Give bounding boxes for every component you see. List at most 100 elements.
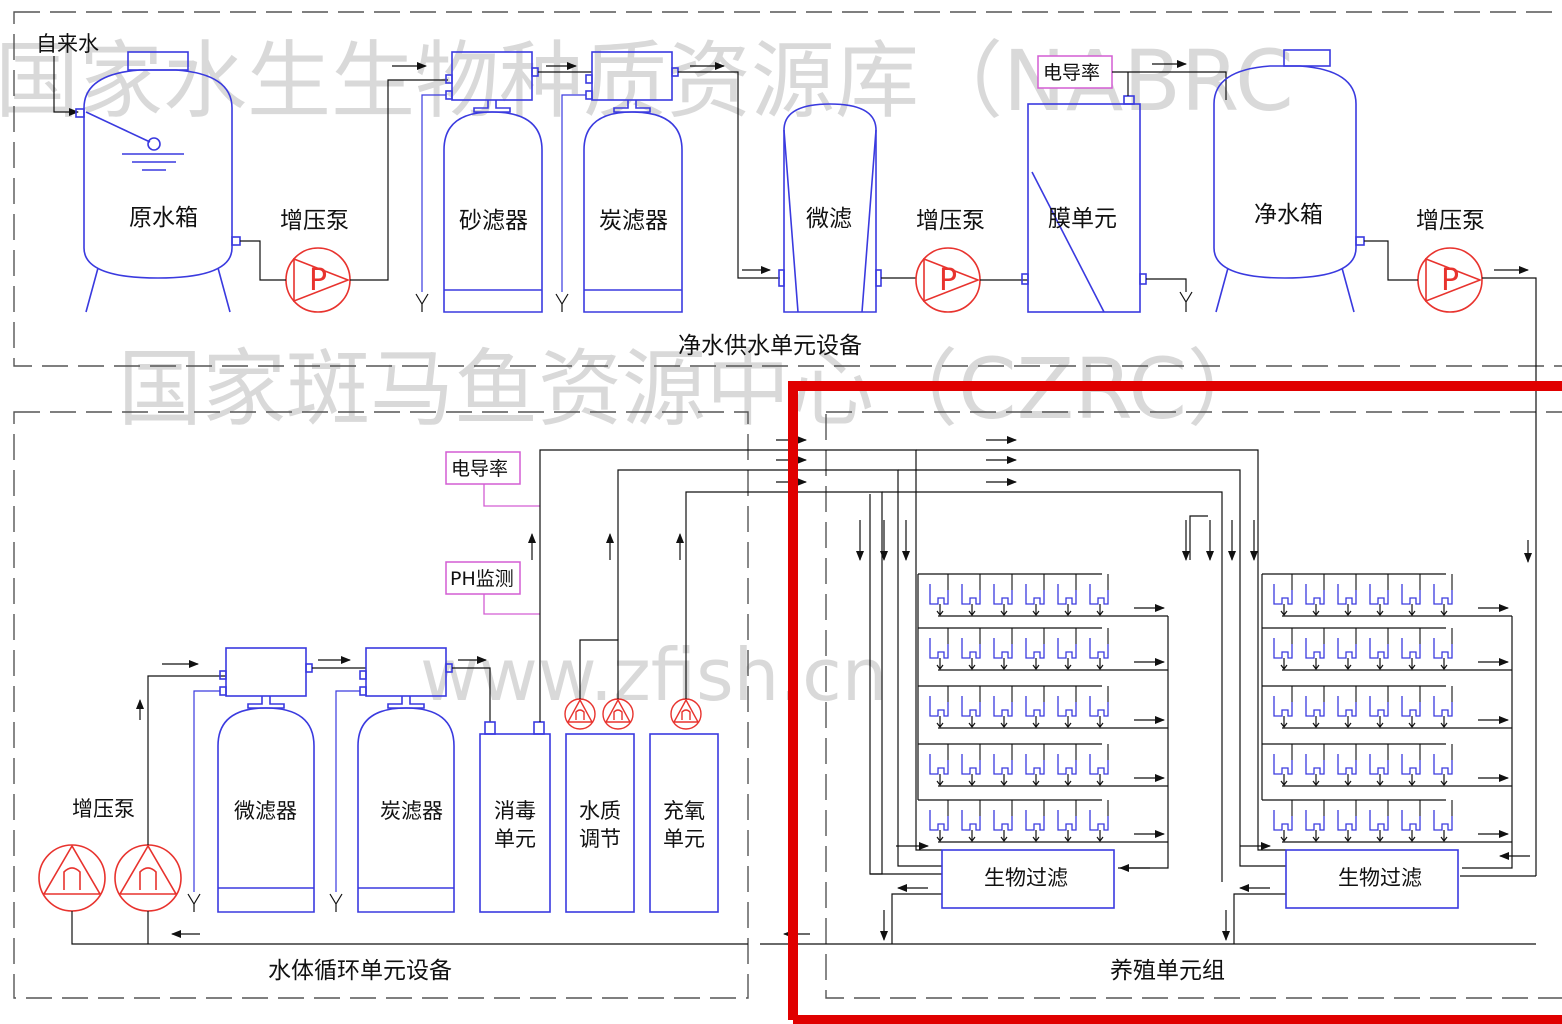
fish-tank [1057, 809, 1077, 842]
fish-tank [1273, 583, 1293, 616]
ph-sensor [445, 561, 521, 595]
fish-tank [993, 809, 1013, 842]
bio-filter-left [941, 849, 1115, 909]
tank-row [1262, 743, 1512, 787]
sand-filter-label: 砂滤器 [459, 208, 528, 234]
fish-tank [1337, 695, 1357, 728]
fish-tank [1401, 753, 1421, 786]
fish-tank [1273, 809, 1293, 842]
membrane-unit [1021, 95, 1147, 313]
fish-tank [961, 809, 981, 842]
fish-tank [1305, 637, 1325, 670]
disinfection-label-2: 单元 [494, 827, 536, 851]
micro-filter [778, 103, 882, 313]
drain-icon [187, 893, 201, 912]
water-quality-label-2: 调节 [579, 827, 621, 851]
sand-filter [443, 51, 543, 313]
conductivity-sensor-top [1037, 55, 1113, 89]
fish-tank [1369, 753, 1389, 786]
fish-tank [929, 809, 949, 842]
tank-row [918, 685, 1168, 729]
fish-tank [1369, 695, 1389, 728]
fish-tank [1025, 637, 1045, 670]
dosing-pump-2 [602, 698, 634, 730]
tank-row [918, 743, 1168, 787]
raw-tank-label: 原水箱 [129, 205, 198, 231]
membrane-unit-label: 膜单元 [1048, 206, 1117, 232]
circulation-pump-2 [114, 844, 182, 912]
pump-p-icon: P [309, 263, 327, 298]
fish-tank [1305, 809, 1325, 842]
water-quality-unit [565, 733, 635, 913]
fish-tank [1089, 583, 1109, 616]
clean-tank [1213, 49, 1365, 313]
watermark-url: www.zfish.cn [420, 633, 887, 717]
fish-tank [1433, 583, 1453, 616]
fish-tank [1401, 637, 1421, 670]
fish-tank [1305, 695, 1325, 728]
ph-label: PH监测 [450, 568, 514, 590]
fish-tank [929, 637, 949, 670]
fish-tank [1401, 809, 1421, 842]
fish-tank [1025, 809, 1045, 842]
fish-tank [1025, 695, 1045, 728]
drain-icon [329, 893, 343, 912]
supply-section-title: 净水供水单元设备 [678, 333, 862, 359]
bio-filter-left-label: 生物过滤 [984, 866, 1068, 890]
fish-tank [1057, 695, 1077, 728]
booster-pump-1-label: 增压泵 [280, 208, 349, 234]
carbon-filter-label: 炭滤器 [599, 208, 668, 234]
fish-tank [993, 637, 1013, 670]
conductivity-top-label: 电导率 [1043, 62, 1100, 84]
tank-row [1262, 573, 1512, 617]
conductivity-label: 电导率 [451, 458, 508, 480]
fish-tank [1337, 753, 1357, 786]
fish-tank [1401, 695, 1421, 728]
raw-tank [75, 51, 241, 313]
fish-tank [1057, 637, 1077, 670]
tank-row [918, 573, 1168, 617]
pump-p-icon: P [1441, 263, 1459, 298]
fish-tank [1273, 753, 1293, 786]
booster-pump-2-label: 增压泵 [916, 208, 985, 234]
micro-filter-device [217, 647, 315, 913]
drain-icon [415, 293, 429, 312]
fish-tank [1025, 583, 1045, 616]
clean-tank-label: 净水箱 [1254, 202, 1323, 228]
fish-tank [1369, 809, 1389, 842]
fish-tank [961, 583, 981, 616]
fish-tank [1089, 809, 1109, 842]
fish-tank [1401, 583, 1421, 616]
breeding-section-title: 养殖单元组 [1110, 958, 1225, 984]
drain-icon [1179, 291, 1193, 312]
fish-tank [1337, 637, 1357, 670]
fish-tank [1433, 753, 1453, 786]
fish-tank [993, 695, 1013, 728]
booster-pump-3-label: 增压泵 [1416, 208, 1485, 234]
pump-p-icon: P [939, 263, 957, 298]
bio-filter-right-label: 生物过滤 [1338, 866, 1422, 890]
fish-tank [961, 637, 981, 670]
fish-tank [1337, 583, 1357, 616]
circulation-section-title: 水体循环单元设备 [268, 958, 452, 984]
tank-row [1262, 627, 1512, 671]
fish-tank [1089, 753, 1109, 786]
fish-tank [1369, 637, 1389, 670]
fish-tank [1089, 637, 1109, 670]
fish-tank [1057, 753, 1077, 786]
fish-tank [929, 695, 949, 728]
fish-tank [1369, 583, 1389, 616]
fish-tank [1025, 753, 1045, 786]
fish-tank [961, 753, 981, 786]
tap-water-line [53, 56, 79, 116]
breeding-piping [760, 494, 1536, 945]
circulation-pump-1 [38, 844, 106, 912]
fish-tank [1305, 753, 1325, 786]
fish-tank [1057, 583, 1077, 616]
fish-tank [1273, 695, 1293, 728]
tank-row [918, 627, 1168, 671]
tap-water-label: 自来水 [36, 32, 99, 56]
fish-tank [929, 753, 949, 786]
fish-tank [961, 695, 981, 728]
